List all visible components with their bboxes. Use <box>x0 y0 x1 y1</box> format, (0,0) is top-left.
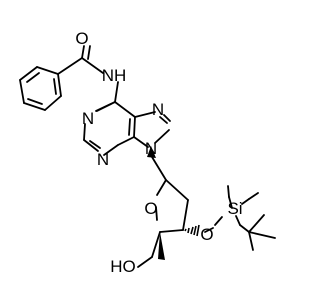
hashed-bond-c3-o3 <box>184 224 200 237</box>
atom-label-amide-o: O <box>75 29 88 48</box>
atom-label-ether-o: O <box>200 225 213 244</box>
atom-labels: O NH N N N N O O Si HO <box>75 29 242 276</box>
atom-label-purine-n1: N <box>82 109 94 128</box>
atom-label-hydroxyl: HO <box>110 257 136 276</box>
atom-label-purine-n9: N <box>145 139 157 158</box>
atom-label-ring-o: O <box>144 199 157 218</box>
atom-label-purine-n7: N <box>152 100 164 119</box>
atom-label-silicon: Si <box>227 199 242 218</box>
bond-lines <box>19 45 276 268</box>
atom-label-purine-n3: N <box>97 150 109 169</box>
atom-label-amide-nh: NH <box>102 66 127 85</box>
wedge-bond-n9-c1 <box>147 146 156 158</box>
molecule-structure-diagram: O NH N N N N O O Si HO <box>19 29 276 276</box>
wedge-bond-c4-c5 <box>158 232 165 260</box>
stereo-bonds <box>147 146 200 260</box>
